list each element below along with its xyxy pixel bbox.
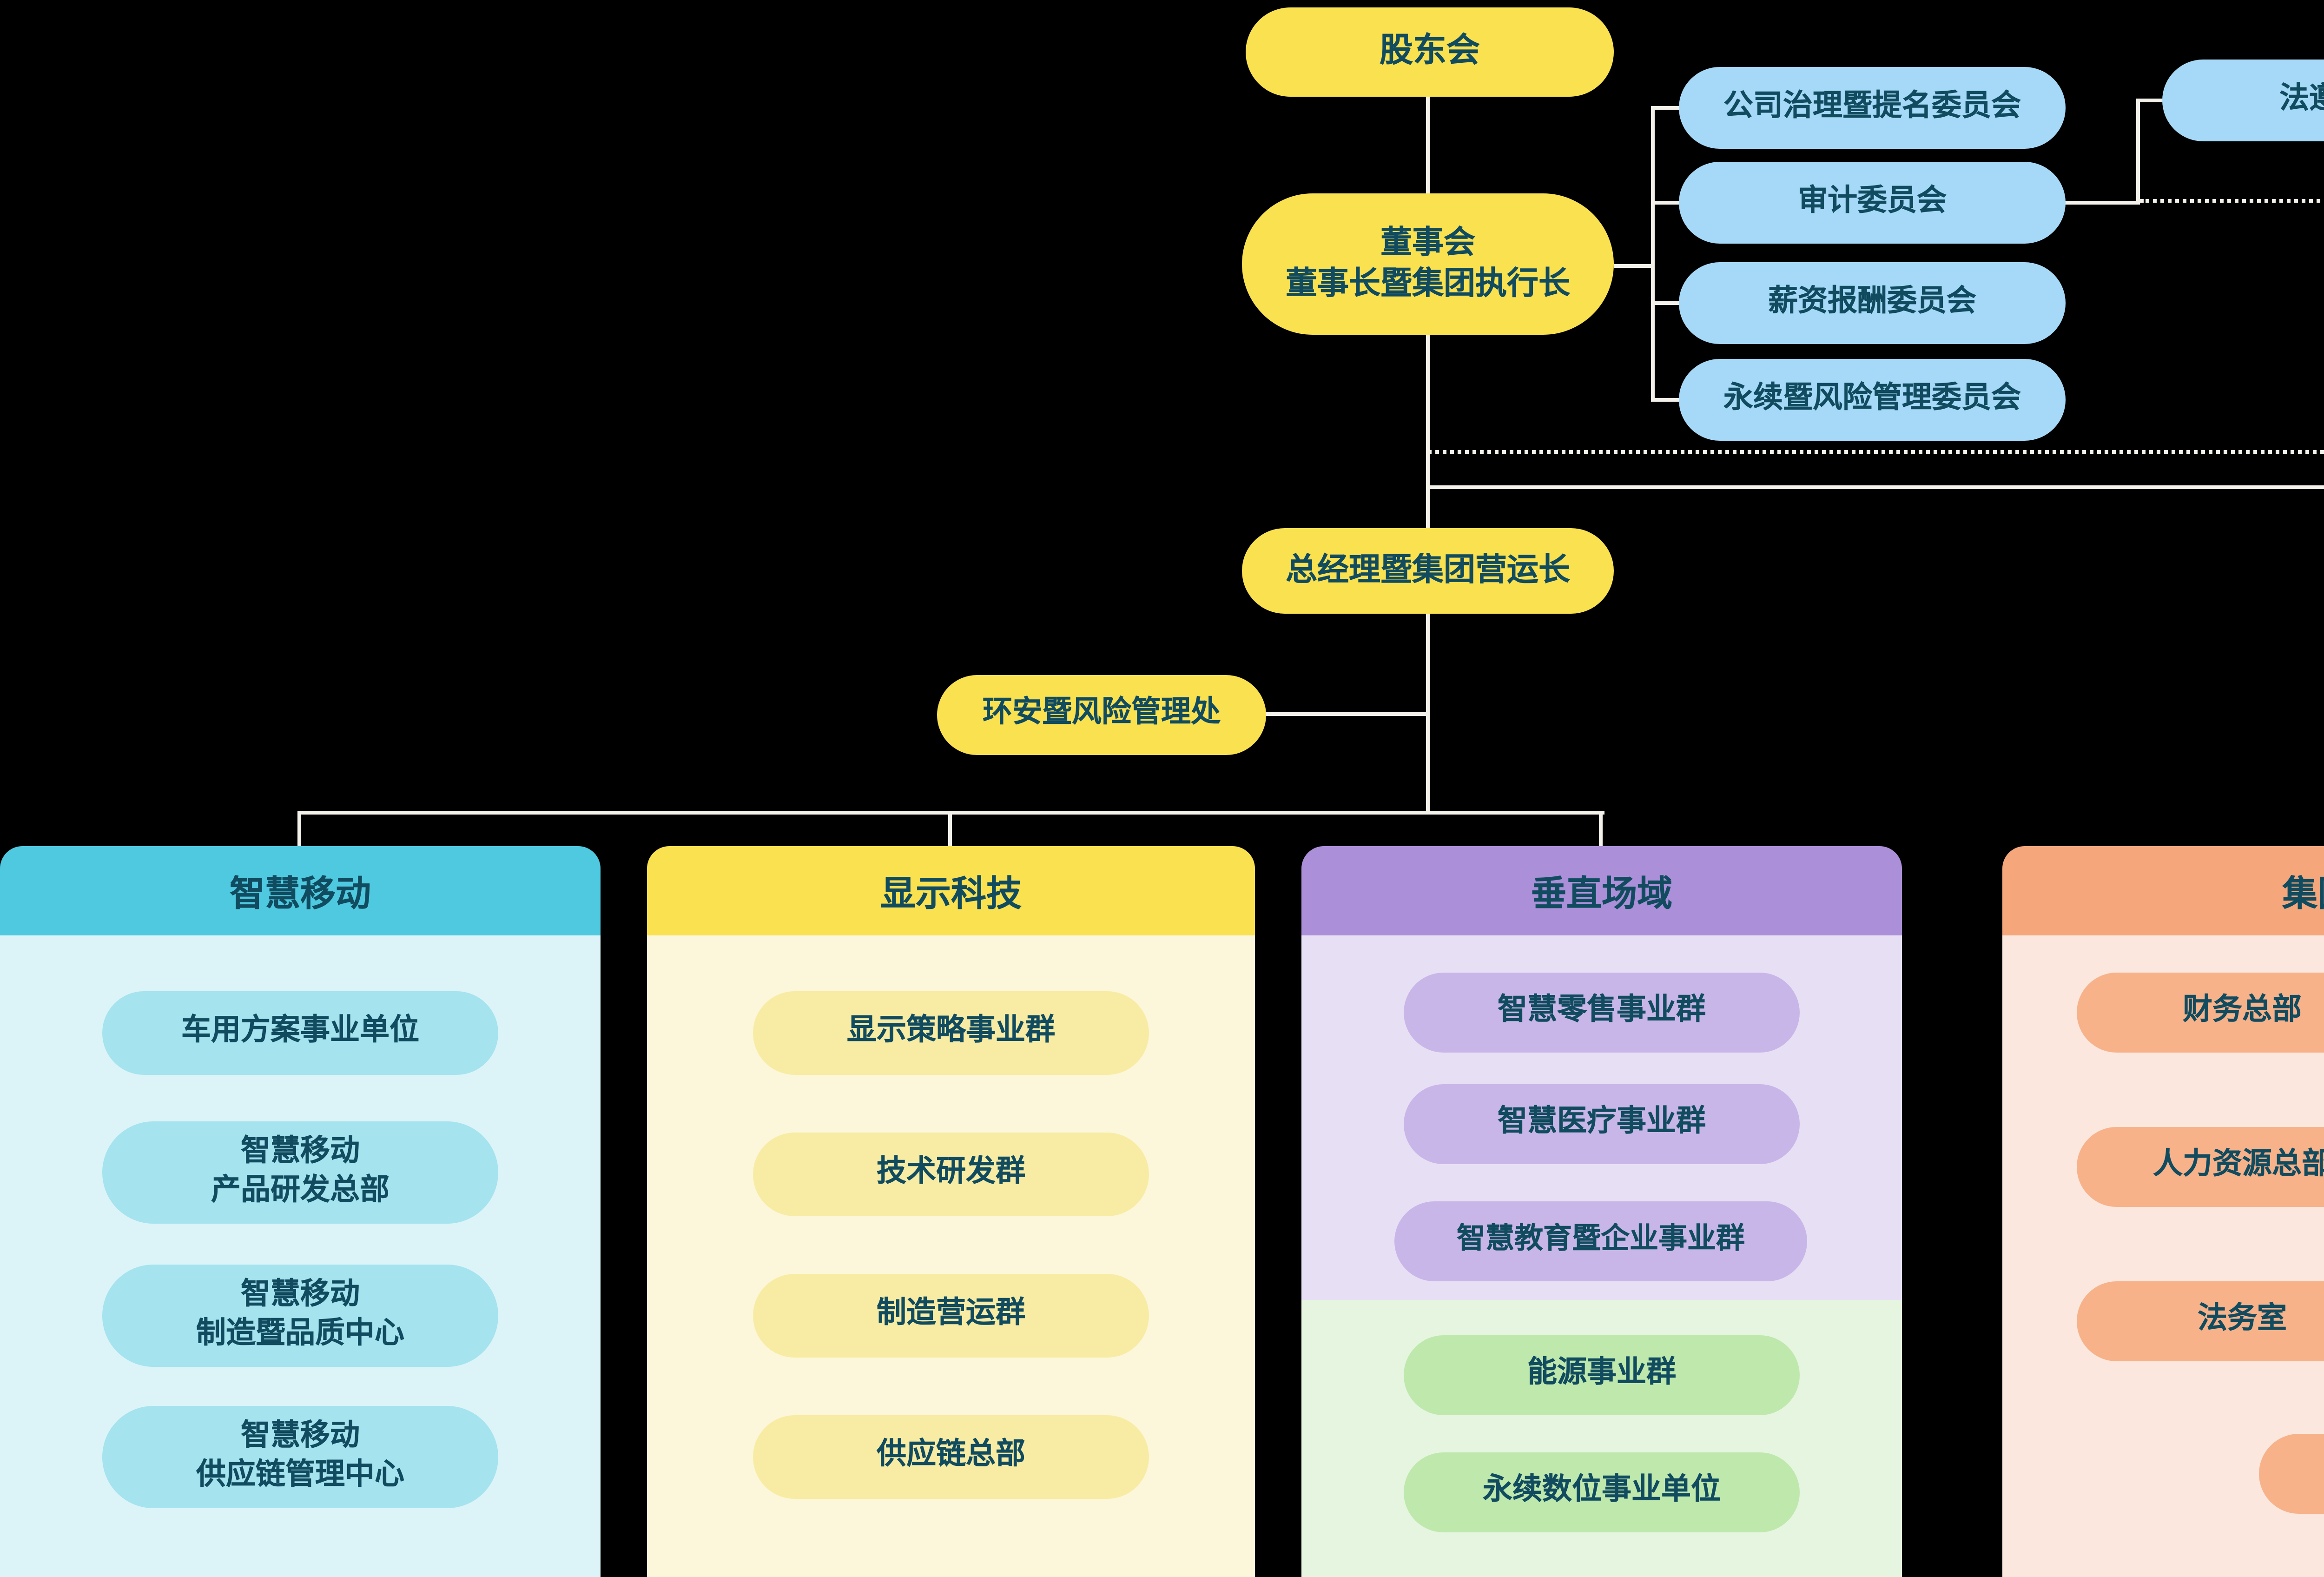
- node-mobility-mfg-quality: 智慧移动 制造暨品质中心: [102, 1265, 498, 1367]
- node-legal-office: 法务室: [2077, 1281, 2324, 1361]
- connector-bracket-vertical: [1651, 106, 1655, 402]
- column-header-display-tech: 显示科技: [647, 846, 1255, 935]
- connector-spine-bottom: [1426, 612, 1430, 815]
- node-shareholders: 股东会: [1246, 7, 1614, 97]
- connector-spine-mid: [1426, 333, 1430, 530]
- connector-drop-col2: [948, 811, 952, 848]
- connector-committee1-stub: [1651, 106, 1681, 110]
- node-committee-audit: 审计委员会: [1679, 162, 2066, 244]
- connector-audit-horizontal: [2064, 201, 2140, 205]
- column-header-group-support: 集团营运支援单位: [2002, 846, 2324, 935]
- node-chief-compliance-advisor: 法遵总顾问: [2162, 60, 2324, 141]
- connector-col4-horizontal: [1426, 485, 2324, 489]
- column-header-vertical-domains: 垂直场域: [1301, 846, 1902, 935]
- node-tech-rnd-group: 技术研发群: [753, 1133, 1149, 1216]
- node-mobility-rnd-hq: 智慧移动 产品研发总部: [102, 1121, 498, 1224]
- connector-ehs: [1262, 712, 1428, 716]
- node-committee-compensation: 薪资报酬委员会: [1679, 262, 2066, 344]
- dotted-audit-to-edge: [2140, 199, 2324, 203]
- node-sustainable-digital-bu: 永续数位事业单位: [1404, 1452, 1800, 1532]
- connector-drop-col1: [297, 811, 301, 848]
- node-president: 总经理暨集团营运长: [1242, 528, 1614, 614]
- node-smart-healthcare-bg: 智慧医疗事业群: [1404, 1084, 1800, 1164]
- connector-compliance-stub: [2136, 99, 2166, 102]
- connector-audit-vertical: [2136, 99, 2140, 205]
- node-smart-retail-bg: 智慧零售事业群: [1404, 973, 1800, 1053]
- node-supply-chain-hq: 供应链总部: [753, 1415, 1149, 1499]
- connector-committee4-stub: [1651, 398, 1681, 402]
- connector-board-bracket-stub: [1614, 264, 1655, 268]
- connector-committee3-stub: [1651, 301, 1681, 305]
- node-internal-audit-office: 稽核管理处: [2259, 1434, 2324, 1514]
- connector-spine-top: [1426, 97, 1430, 195]
- node-smart-education-enterprise-bg: 智慧教育暨企业事业群: [1394, 1201, 1807, 1281]
- node-energy-bg: 能源事业群: [1404, 1335, 1800, 1415]
- node-committee-sustainability-risk: 永续暨风险管理委员会: [1679, 359, 2066, 441]
- node-display-strategy-bg: 显示策略事业群: [753, 991, 1149, 1075]
- connector-committee2-stub: [1651, 201, 1681, 205]
- node-automotive-solutions: 车用方案事业单位: [102, 991, 498, 1075]
- node-mobility-supply-chain: 智慧移动 供应链管理中心: [102, 1406, 498, 1508]
- node-finance-hq: 财务总部: [2077, 973, 2324, 1053]
- node-ehs-office: 环安暨风险管理处: [937, 675, 1266, 755]
- node-board: 董事会 董事长暨集团执行长: [1242, 193, 1614, 335]
- node-committee-governance: 公司治理暨提名委员会: [1679, 67, 2066, 149]
- node-mfg-operations-group: 制造营运群: [753, 1274, 1149, 1358]
- connector-drop-col3: [1599, 811, 1603, 848]
- node-hr-hq: 人力资源总部: [2077, 1127, 2324, 1207]
- dotted-compliance-horizontal: [1428, 450, 2324, 454]
- column-header-smart-mobility: 智慧移动: [0, 846, 601, 935]
